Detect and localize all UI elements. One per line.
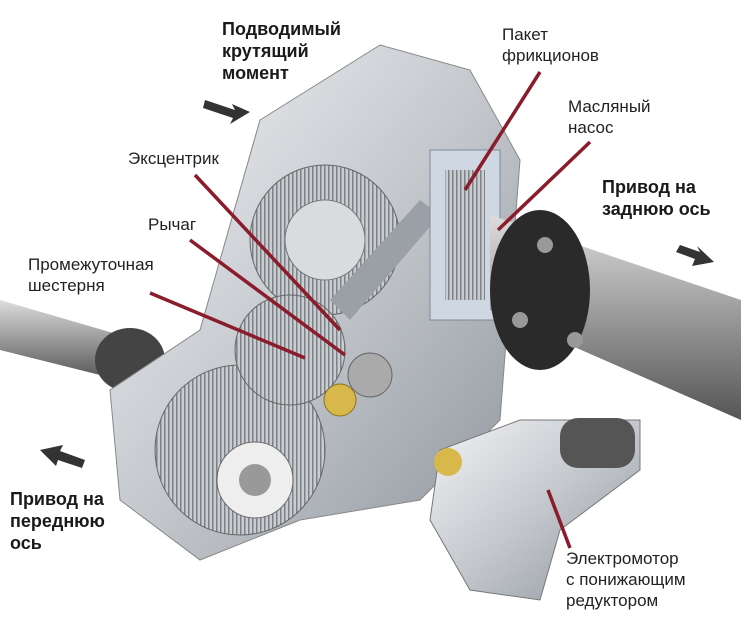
leader-motor [546,489,572,549]
leader-lever [188,238,347,357]
rear-drive-shaft [490,210,741,420]
leader-lines [149,71,592,549]
label-input-torque: Подводимый крутящий момент [222,19,341,83]
label-lever: Рычаг [148,215,197,234]
label-oil-pump: Масляный насос [568,97,651,137]
label-eccentric: Эксцентрик [128,149,219,168]
clutch-pack-body [429,149,501,321]
leader-clutch-pack [463,71,542,191]
label-clutch-pack: Пакет фрикционов [502,25,599,65]
leader-eccentric [193,173,342,332]
gearbox-housing [109,44,521,561]
leader-intermediate-gear [149,291,306,360]
front-arrow-icon [40,445,85,468]
input-arrow-icon [203,100,250,124]
electric-motor [429,418,641,601]
label-front-drive: Привод на переднюю ось [10,489,105,553]
rear-arrow-icon [676,245,714,266]
label-motor: Электромотор с понижающим редуктором [566,549,686,610]
label-rear-drive: Привод на заднюю ось [602,177,711,219]
direction-arrows [40,100,714,468]
label-intermediate-gear: Промежуточная шестерня [28,255,154,295]
leader-oil-pump [496,140,592,232]
